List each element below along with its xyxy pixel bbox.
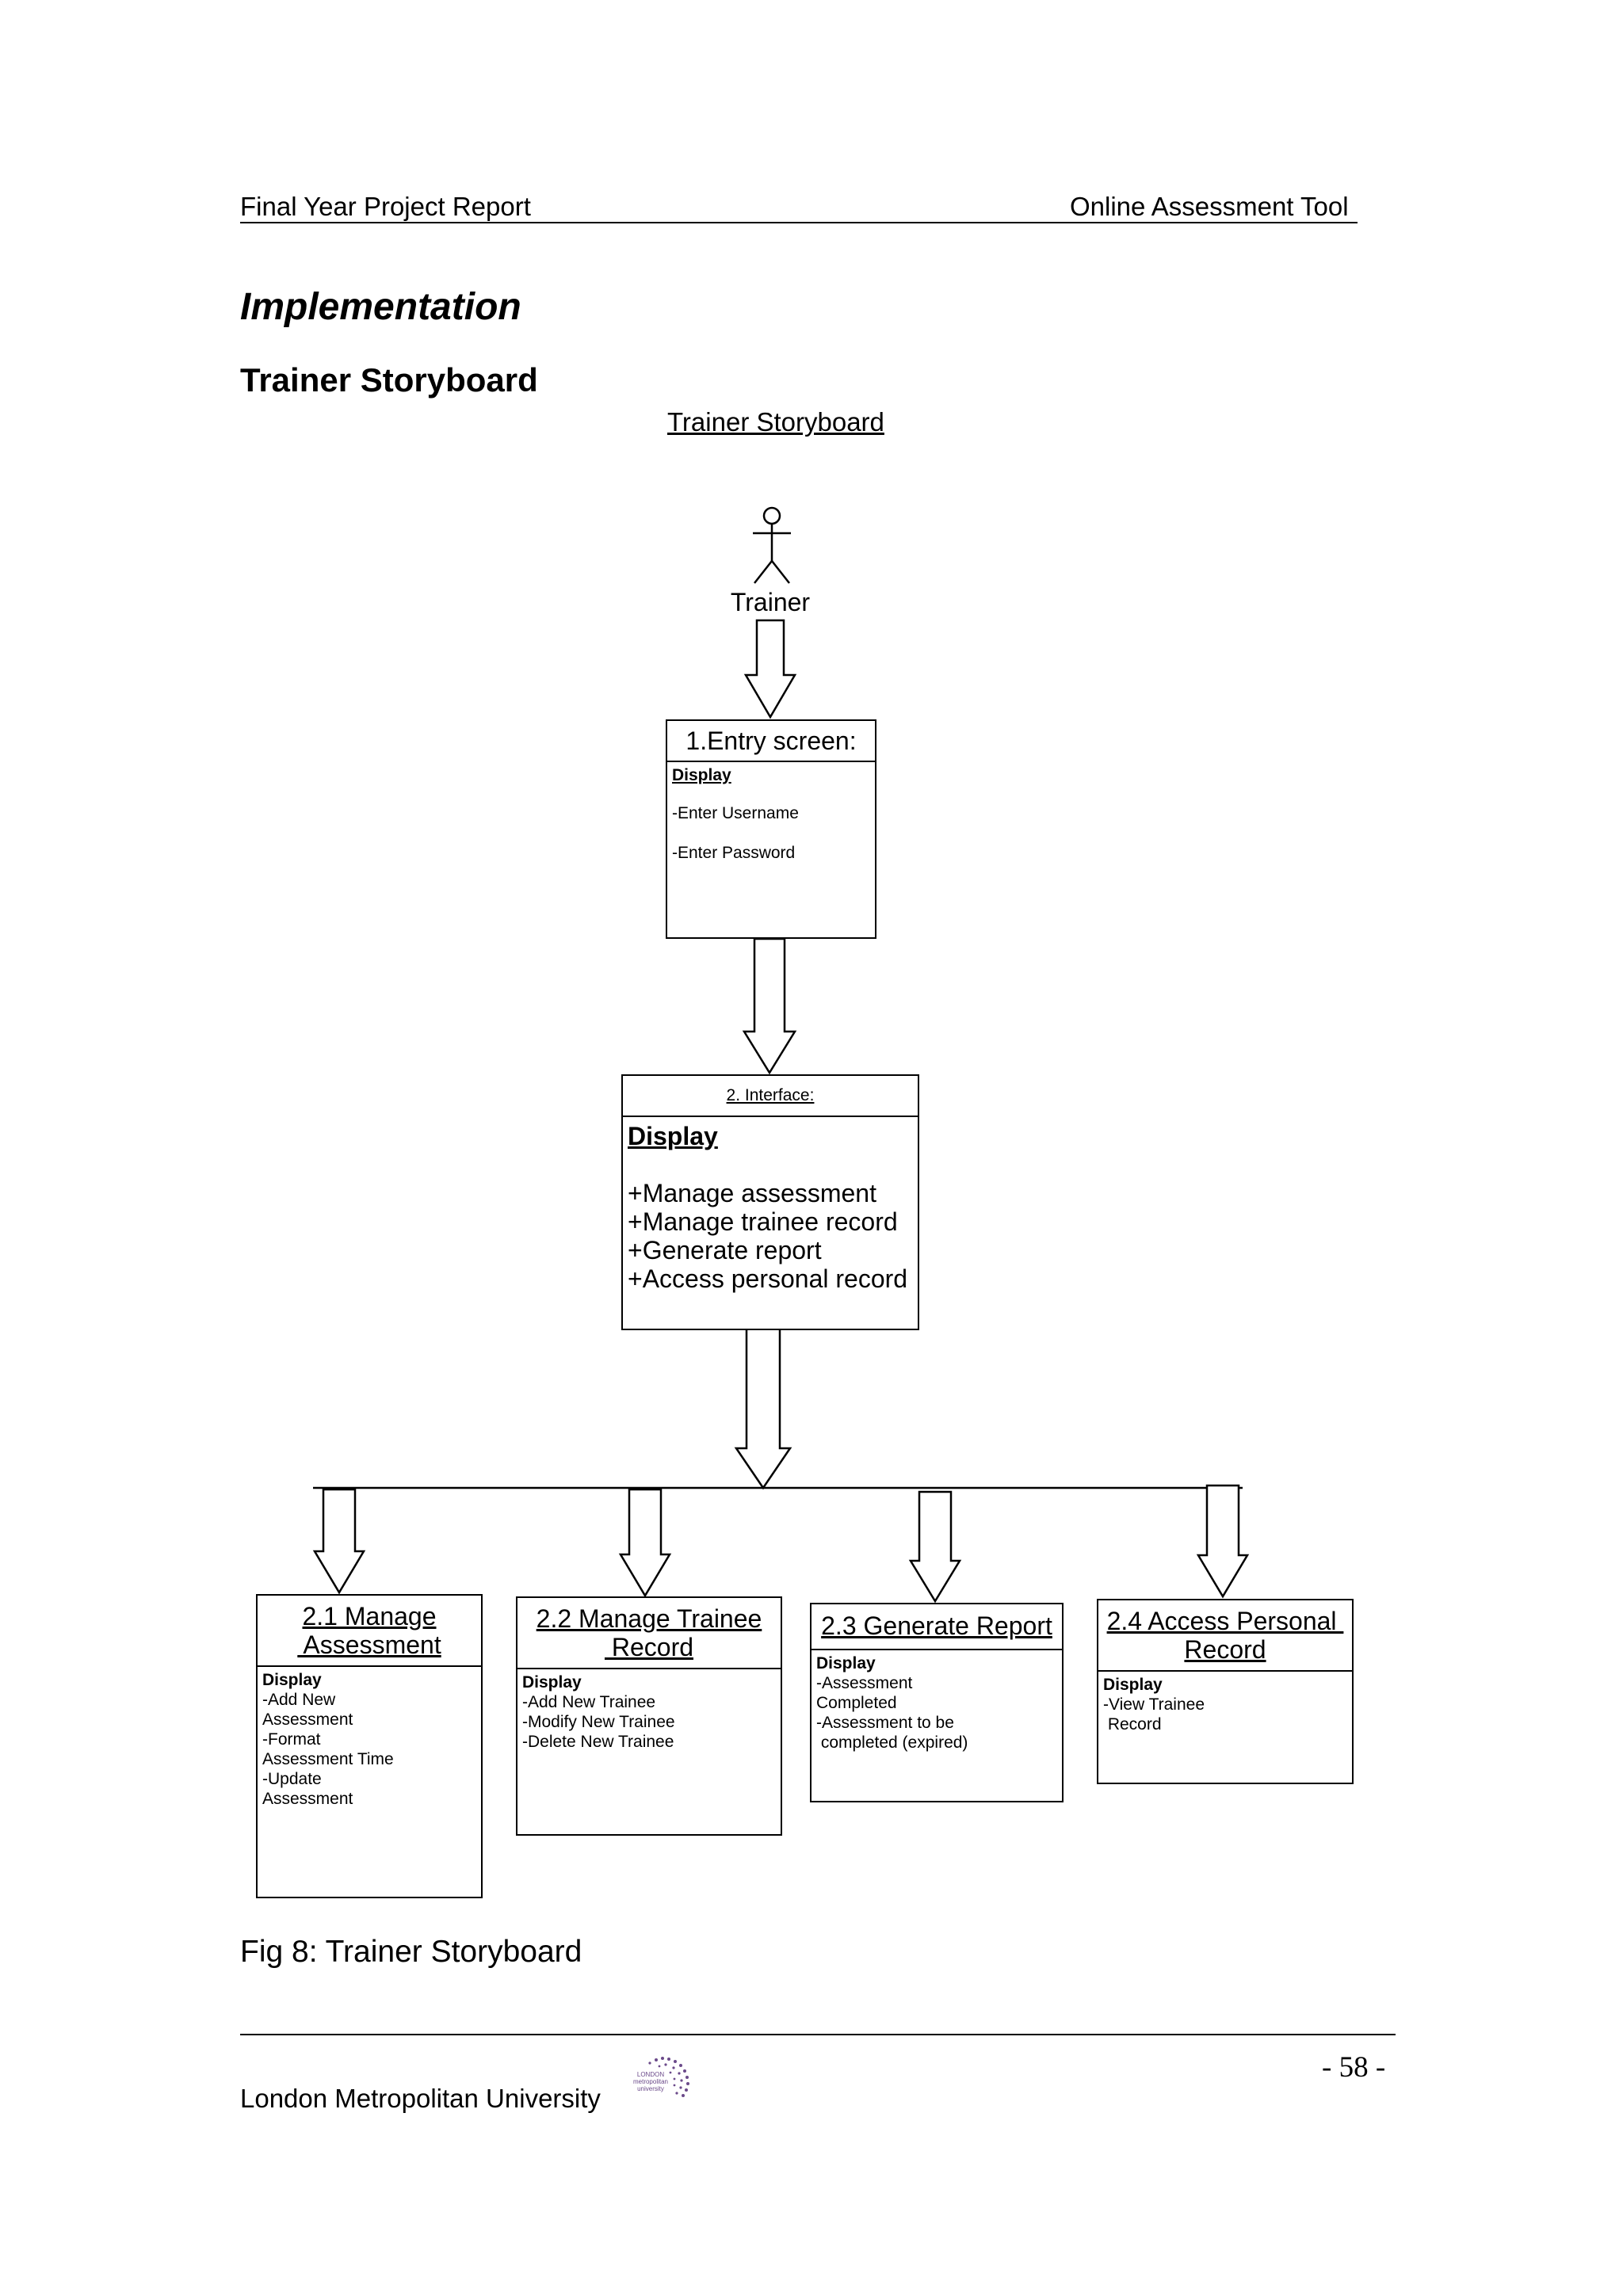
generate-report-item: -Assessment bbox=[816, 1674, 913, 1692]
generate-report-item: completed (expired) bbox=[816, 1733, 968, 1752]
manage-assessment-box: 2.1 Manage Assessment Display -Add New A… bbox=[256, 1594, 483, 1898]
diagram-title: Trainer Storyboard bbox=[667, 407, 884, 437]
entry-screen-box: 1.Entry screen: Display -Enter Username … bbox=[666, 719, 876, 939]
arrow-to-interface bbox=[742, 937, 797, 1075]
manage-assessment-item: -Format bbox=[262, 1730, 321, 1749]
access-record-item: -View Trainee bbox=[1103, 1695, 1205, 1714]
page-number: - 58 - bbox=[1322, 2051, 1386, 2084]
access-record-title: 2.4 Access Personal Record bbox=[1098, 1600, 1352, 1672]
manage-assessment-title-line-1: 2.1 Manage bbox=[302, 1602, 437, 1630]
logo-text-line-2: metropolitan bbox=[632, 2078, 669, 2085]
generate-report-display-label: Display bbox=[816, 1654, 876, 1672]
manage-assessment-item: -Add New bbox=[262, 1691, 336, 1709]
logo-text-line-1: LONDON bbox=[636, 2071, 665, 2078]
manage-assessment-title: 2.1 Manage Assessment bbox=[258, 1596, 481, 1667]
manage-trainee-title-line-2: Record bbox=[604, 1633, 694, 1661]
generate-report-box: 2.3 Generate Report Display -Assessment … bbox=[810, 1603, 1064, 1802]
header-rule bbox=[240, 222, 1358, 223]
generate-report-title-line-1: 2.3 Generate Report bbox=[821, 1611, 1052, 1640]
interface-title: 2. Interface: bbox=[623, 1076, 918, 1117]
manage-trainee-item: -Delete New Trainee bbox=[522, 1733, 674, 1751]
access-record-title-line-1: 2.4 Access Personal bbox=[1106, 1607, 1344, 1635]
interface-item-manage-trainee: +Manage trainee record bbox=[628, 1207, 898, 1236]
manage-trainee-box: 2.2 Manage Trainee Record Display -Add N… bbox=[516, 1596, 782, 1836]
figure-caption: Fig 8: Trainer Storyboard bbox=[240, 1935, 582, 1969]
manage-trainee-item: -Add New Trainee bbox=[522, 1693, 656, 1711]
manage-trainee-display-label: Display bbox=[522, 1673, 582, 1691]
footer-university: London Metropolitan University bbox=[240, 2084, 601, 2113]
generate-report-item: -Assessment to be bbox=[816, 1714, 954, 1732]
entry-screen-title: 1.Entry screen: bbox=[667, 721, 875, 762]
interface-box: 2. Interface: Display +Manage assessment… bbox=[621, 1074, 919, 1330]
generate-report-item: Completed bbox=[816, 1694, 897, 1712]
actor-label: Trainer bbox=[730, 588, 811, 616]
manage-assessment-item: Assessment Time bbox=[262, 1750, 394, 1768]
subsection-title: Trainer Storyboard bbox=[240, 361, 538, 399]
access-record-display-label: Display bbox=[1103, 1676, 1163, 1694]
section-title: Implementation bbox=[240, 286, 521, 328]
header-right: Online Assessment Tool bbox=[1070, 192, 1349, 221]
manage-trainee-title: 2.2 Manage Trainee Record bbox=[517, 1598, 781, 1669]
manage-trainee-item: -Modify New Trainee bbox=[522, 1713, 675, 1731]
manage-assessment-display-label: Display bbox=[262, 1671, 322, 1689]
access-record-box: 2.4 Access Personal Record Display -View… bbox=[1097, 1599, 1354, 1784]
actor-icon bbox=[753, 506, 791, 584]
interface-item-access-record: +Access personal record bbox=[628, 1264, 908, 1293]
interface-display-label: Display bbox=[628, 1122, 718, 1150]
entry-item-password: -Enter Password bbox=[672, 844, 796, 862]
logo-text-line-3: university bbox=[637, 2085, 664, 2092]
access-record-title-line-2: Record bbox=[1184, 1635, 1266, 1664]
arrow-to-box-4 bbox=[1196, 1484, 1250, 1599]
generate-report-title: 2.3 Generate Report bbox=[812, 1604, 1062, 1650]
arrow-to-box-2 bbox=[618, 1488, 672, 1598]
entry-display-label: Display bbox=[672, 766, 731, 784]
arrow-to-entry bbox=[743, 619, 797, 719]
manage-assessment-item: Assessment bbox=[262, 1711, 353, 1729]
manage-assessment-title-line-2: Assessment bbox=[297, 1630, 441, 1659]
entry-item-username: -Enter Username bbox=[672, 804, 799, 822]
interface-item-generate-report: +Generate report bbox=[628, 1236, 822, 1264]
manage-assessment-item: -Update bbox=[262, 1770, 322, 1788]
university-logo: LONDON metropolitan university bbox=[621, 2054, 701, 2109]
manage-assessment-item: Assessment bbox=[262, 1790, 353, 1808]
footer-rule bbox=[240, 2034, 1396, 2035]
header-left: Final Year Project Report bbox=[240, 192, 531, 221]
access-record-item: Record bbox=[1103, 1715, 1162, 1733]
arrow-to-box-1 bbox=[312, 1488, 366, 1595]
arrow-to-branch bbox=[734, 1327, 792, 1490]
arrow-to-box-3 bbox=[908, 1490, 962, 1604]
logo-dots-icon bbox=[648, 2057, 689, 2097]
interface-item-manage-assessment: +Manage assessment bbox=[628, 1179, 876, 1207]
manage-trainee-title-line-1: 2.2 Manage Trainee bbox=[536, 1604, 762, 1633]
